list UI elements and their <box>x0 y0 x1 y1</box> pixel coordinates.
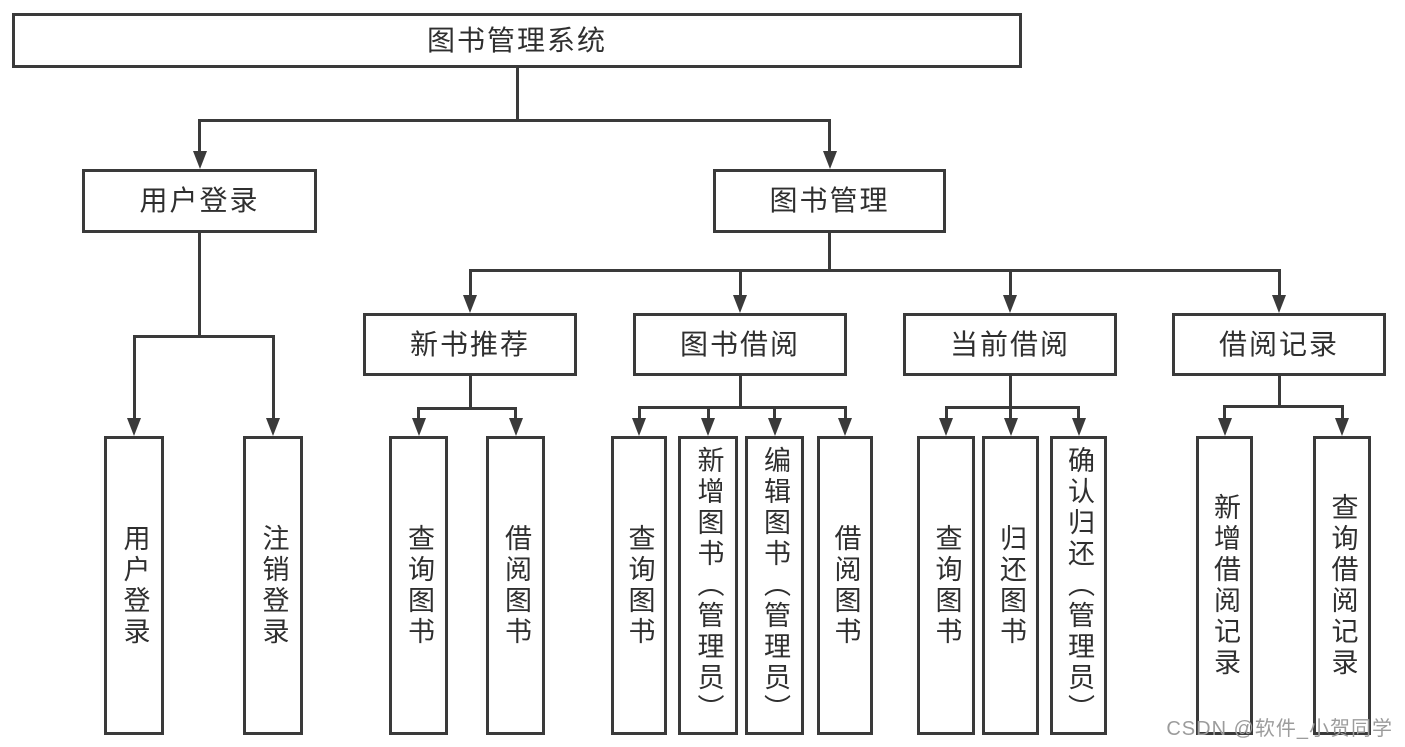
node-label-bb-borrow: 借阅图书 <box>830 523 861 648</box>
node-label-cb-return: 归还图书 <box>996 523 1026 648</box>
arrow-down-icon <box>767 418 782 436</box>
arrow-down-icon <box>822 151 837 169</box>
connector-line-vertical <box>1277 270 1281 299</box>
arrow-down-icon <box>508 418 523 436</box>
arrow-down-icon <box>1003 418 1018 436</box>
csdn-watermark: CSDN @软件_小贺同学 <box>1166 718 1393 740</box>
node-label-root: 图书管理系统 <box>426 24 607 56</box>
node-label-new-book: 新书推荐 <box>409 328 530 360</box>
node-label-nb-query: 查询图书 <box>404 523 434 648</box>
arrow-down-icon <box>733 295 747 313</box>
connector-line-vertical <box>828 120 831 155</box>
arrow-down-icon <box>411 418 426 436</box>
node-nb-query: 查询图书 <box>389 436 448 735</box>
connector-line-vertical <box>637 407 641 422</box>
node-logout-leaf: 注销登录 <box>243 436 303 735</box>
connector-line-vertical <box>515 68 519 122</box>
node-label-user-login: 用户登录 <box>139 185 260 216</box>
arrow-down-icon <box>463 295 477 313</box>
connector-line-vertical <box>706 407 710 422</box>
connector-line-vertical <box>1277 376 1281 408</box>
connector-line-vertical <box>1009 407 1012 422</box>
connector-line-vertical <box>468 270 472 299</box>
arrow-down-icon <box>701 418 715 436</box>
node-br-query: 查询借阅记录 <box>1313 436 1371 735</box>
connector-line-vertical <box>1223 406 1226 422</box>
arrow-down-icon <box>1335 418 1349 436</box>
arrow-down-icon <box>127 418 141 436</box>
arrow-down-icon <box>192 151 207 169</box>
node-label-cb-confirm: 确认归还（管理员） <box>1064 446 1094 725</box>
connector-line-vertical <box>132 336 136 422</box>
node-bb-query: 查询图书 <box>611 436 667 735</box>
node-book-mgmt: 图书管理 <box>713 169 946 233</box>
connector-line-vertical <box>944 407 948 422</box>
connector-line-horizontal <box>468 268 1281 272</box>
connector-line-vertical <box>738 270 742 299</box>
connector-line-vertical <box>198 120 201 155</box>
node-root: 图书管理系统 <box>12 13 1022 68</box>
node-bb-edit: 编辑图书（管理员） <box>745 436 804 735</box>
connector-line-vertical <box>773 407 776 422</box>
arrow-down-icon <box>939 418 953 436</box>
connector-line-horizontal <box>198 118 831 122</box>
connector-line-horizontal <box>132 334 275 338</box>
node-label-borrow-record: 借阅记录 <box>1218 328 1339 360</box>
node-label-nb-borrow: 借阅图书 <box>501 523 531 648</box>
connector-line-vertical <box>271 336 275 422</box>
node-label-logout-leaf: 注销登录 <box>258 523 289 648</box>
node-label-bb-query: 查询图书 <box>624 523 655 648</box>
node-label-login-leaf: 用户登录 <box>119 523 150 648</box>
node-user-login: 用户登录 <box>82 169 317 233</box>
node-current-borrow: 当前借阅 <box>903 313 1117 376</box>
connector-line-vertical <box>828 233 831 272</box>
connector-line-vertical <box>1008 376 1012 409</box>
connector-line-vertical <box>1077 407 1080 422</box>
node-borrow-record: 借阅记录 <box>1172 313 1386 376</box>
node-label-current-borrow: 当前借阅 <box>949 328 1070 360</box>
connector-line-vertical <box>738 376 742 409</box>
node-new-book: 新书推荐 <box>363 313 577 376</box>
connector-line-horizontal <box>637 405 847 409</box>
arrow-down-icon <box>266 418 280 436</box>
arrow-down-icon <box>1272 295 1286 313</box>
node-label-bb-add: 新增图书（管理员） <box>693 446 724 725</box>
connector-line-vertical <box>468 376 472 410</box>
arrow-down-icon <box>1217 418 1232 436</box>
node-book-borrow: 图书借阅 <box>633 313 847 376</box>
connector-line-vertical <box>1340 406 1344 422</box>
node-nb-borrow: 借阅图书 <box>486 436 545 735</box>
arrow-down-icon <box>1071 418 1086 436</box>
connector-line-vertical <box>1008 270 1012 299</box>
connector-line-vertical <box>843 407 847 422</box>
connector-line-horizontal <box>944 405 1080 409</box>
arrow-down-icon <box>632 418 646 436</box>
node-label-bb-edit: 编辑图书（管理员） <box>760 446 790 725</box>
node-login-leaf: 用户登录 <box>104 436 164 735</box>
node-cb-query: 查询图书 <box>917 436 975 735</box>
node-label-br-add: 新增借阅记录 <box>1210 492 1240 679</box>
connector-line-horizontal <box>1223 404 1344 408</box>
node-cb-return: 归还图书 <box>982 436 1039 735</box>
node-bb-borrow: 借阅图书 <box>817 436 873 735</box>
node-label-book-mgmt: 图书管理 <box>769 185 890 216</box>
node-cb-confirm: 确认归还（管理员） <box>1050 436 1107 735</box>
arrow-down-icon <box>1003 295 1017 313</box>
node-br-add: 新增借阅记录 <box>1196 436 1253 735</box>
connector-line-vertical <box>514 408 517 422</box>
node-label-book-borrow: 图书借阅 <box>679 328 800 360</box>
node-label-cb-query: 查询图书 <box>931 523 962 648</box>
connector-line-horizontal <box>417 406 517 410</box>
node-label-br-query: 查询借阅记录 <box>1327 492 1358 679</box>
connector-line-vertical <box>417 408 420 422</box>
connector-line-vertical <box>198 233 201 338</box>
arrow-down-icon <box>838 418 852 436</box>
node-bb-add: 新增图书（管理员） <box>678 436 738 735</box>
